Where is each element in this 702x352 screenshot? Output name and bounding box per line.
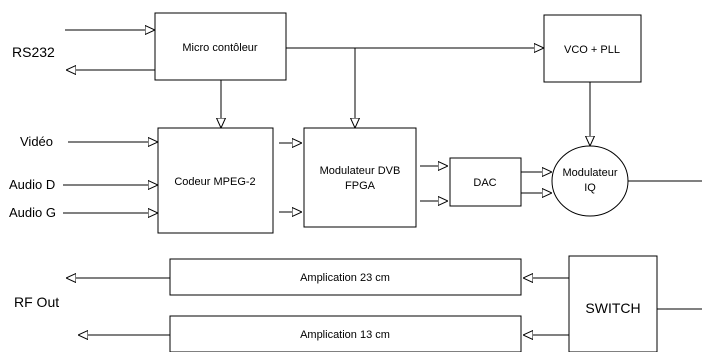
modulateur-dvb-block: Modulateur DVB FPGA xyxy=(303,127,417,228)
modulateur-dvb-label-line2: FPGA xyxy=(345,180,376,192)
modulateur-iq-label-line1: Modulateur xyxy=(562,167,617,179)
amplification-13cm-block: Amplication 13 cm xyxy=(169,315,522,352)
codeur-mpeg2-label: Codeur MPEG-2 xyxy=(174,176,255,188)
modulateur-iq-label-line2: IQ xyxy=(584,182,596,194)
vco-pll-label: VCO + PLL xyxy=(564,44,620,56)
label-rf-out: RF Out xyxy=(14,294,59,310)
label-audio-d: Audio D xyxy=(9,177,55,192)
switch-block: SWITCH xyxy=(568,255,658,352)
label-rs232: RS232 xyxy=(12,44,55,60)
modulateur-iq-block: Modulateur IQ xyxy=(551,145,629,217)
dac-block: DAC xyxy=(449,157,522,207)
label-video: Vidéo xyxy=(20,134,53,149)
amplification-13cm-label: Amplication 13 cm xyxy=(300,329,390,341)
amplification-23cm-block: Amplication 23 cm xyxy=(169,258,522,296)
modulateur-dvb-label-line1: Modulateur DVB xyxy=(320,165,401,177)
codeur-mpeg2-block: Codeur MPEG-2 xyxy=(157,127,274,234)
switch-label: SWITCH xyxy=(585,300,640,316)
micro-controller-block: Micro contôleur xyxy=(154,12,287,81)
micro-controller-label: Micro contôleur xyxy=(182,42,258,54)
dac-label: DAC xyxy=(473,177,496,189)
vco-pll-block: VCO + PLL xyxy=(543,14,642,83)
label-audio-g: Audio G xyxy=(9,205,56,220)
amplification-23cm-label: Amplication 23 cm xyxy=(300,272,390,284)
